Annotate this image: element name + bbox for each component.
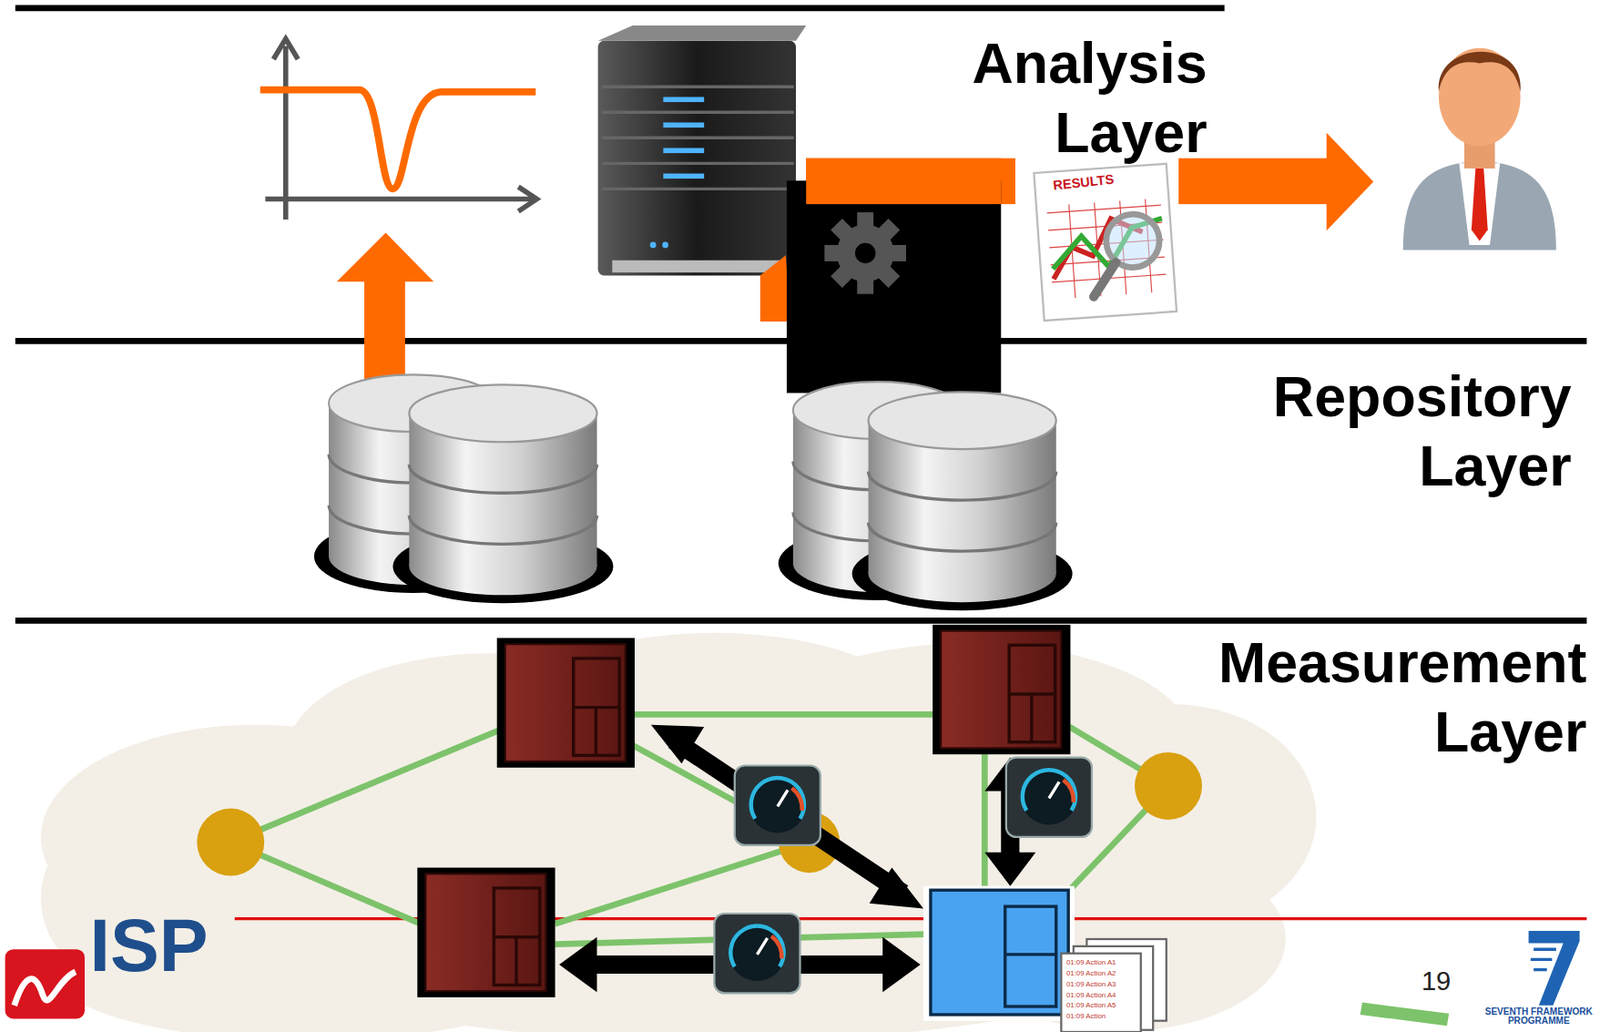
illustration-shape [662, 147, 704, 153]
isp-cloud: ISP [40, 874, 1317, 1032]
illustration-shape [15, 5, 1225, 12]
illustration-shape [869, 867, 924, 909]
illustration-shape [1458, 163, 1500, 245]
illustration-shape [984, 852, 1036, 887]
illustration-shape [273, 39, 298, 60]
illustration-shape [1134, 752, 1203, 820]
illustration-shape [1091, 262, 1119, 297]
illustration-shape [283, 45, 289, 220]
illustration-shape [1178, 158, 1329, 204]
illustration-shape [852, 391, 1073, 611]
illustration-shape [932, 624, 1071, 755]
illustration-shape [1060, 953, 1141, 1032]
illustration-shape [824, 212, 907, 295]
illustration-shape [662, 96, 704, 102]
illustration-shape [1006, 757, 1092, 837]
log-line: 01:09 Action A5 [1066, 1000, 1117, 1009]
illustration-shape [1047, 204, 1162, 214]
cloud-label: ISP [90, 901, 234, 991]
illustration-shape [230, 729, 500, 842]
illustration-shape [601, 85, 795, 89]
illustration-shape [1005, 906, 1057, 1007]
illustration-shape [5, 948, 85, 1019]
illustration-shape [650, 242, 657, 249]
illustration-shape [1326, 132, 1375, 232]
illustration-shape [260, 90, 537, 190]
illustration-shape [662, 173, 704, 180]
illustration-shape [14, 971, 76, 1006]
illustration-shape [601, 136, 795, 140]
illustration-shape [786, 180, 1001, 393]
illustration-shape [673, 739, 904, 893]
illustration-shape [830, 218, 900, 288]
illustration-shape [734, 765, 821, 846]
illustration-shape [264, 196, 533, 203]
illustration-shape [1033, 163, 1177, 321]
illustration-shape [830, 218, 900, 288]
illustration-shape [713, 913, 800, 993]
illustration-shape [1403, 48, 1557, 251]
illustration-shape [855, 243, 876, 264]
illustration-shape [760, 254, 792, 322]
log-line: 01:09 Action A1 [1066, 957, 1117, 966]
illustration-shape [650, 96, 704, 248]
illustration-shape [1528, 930, 1580, 1006]
illustration-shape [930, 889, 1069, 1015]
illustration-shape [196, 808, 265, 877]
log-line: 01:09 Action [1066, 1011, 1106, 1020]
illustration-shape [923, 886, 1075, 1021]
layer-title: Analysis Layer [900, 28, 1207, 168]
illustration-shape [981, 753, 989, 887]
page-number: 19 [1421, 967, 1451, 996]
illustration-shape [824, 212, 907, 295]
illustration-shape [555, 842, 810, 925]
illustration-shape [1438, 48, 1521, 147]
illustration-shape [1471, 168, 1488, 242]
illustration-shape [336, 233, 434, 283]
illustration-shape [518, 186, 537, 212]
illustration-shape [601, 187, 795, 191]
illustration-shape [15, 617, 1588, 624]
illustration-shape [601, 111, 795, 114]
layer-title: Measurement Layer [1192, 627, 1588, 767]
illustration-shape [1438, 51, 1521, 92]
illustration-shape [1530, 948, 1557, 969]
illustration-shape [1005, 952, 1057, 956]
illustration-shape [196, 752, 1203, 877]
layer-title: Repository Layer [1253, 362, 1572, 502]
log-line: 01:09 Action A2 [1066, 968, 1117, 977]
layer-band: Analysis Layer [0, 0, 1600, 340]
illustration-shape [882, 937, 920, 993]
illustration-shape [651, 724, 704, 765]
illustration-shape [805, 158, 1016, 204]
illustration-shape [417, 867, 555, 998]
illustration-shape [497, 637, 635, 767]
illustration-shape [805, 158, 1001, 204]
illustration-shape [1033, 163, 1177, 321]
illustration-shape [598, 25, 807, 41]
illustration-shape [662, 242, 669, 249]
illustration-shape [662, 122, 704, 128]
illustration-shape [923, 886, 1075, 1021]
log-line: 01:09 Action A4 [1066, 990, 1117, 999]
log-line: 01:09 Action A3 [1066, 979, 1117, 988]
illustration-shape [392, 384, 613, 603]
illustration-shape [632, 711, 938, 718]
illustration-shape [1046, 197, 1167, 300]
illustration-shape [611, 260, 785, 273]
layer-band: Measurement LayerISP [0, 619, 1600, 1032]
illustration-shape [601, 162, 795, 165]
illustration-shape [40, 632, 1317, 1032]
layer-band: Repository Layer [0, 339, 1600, 620]
illustration-shape [601, 86, 795, 189]
illustration-shape [598, 40, 796, 276]
illustration-shape [1403, 161, 1557, 250]
illustration-shape [1360, 1001, 1449, 1026]
illustration-shape [364, 277, 406, 380]
programme-name: SEVENTH FRAMEWORK PROGRAMME [1479, 1007, 1599, 1027]
illustration-shape [559, 937, 597, 993]
